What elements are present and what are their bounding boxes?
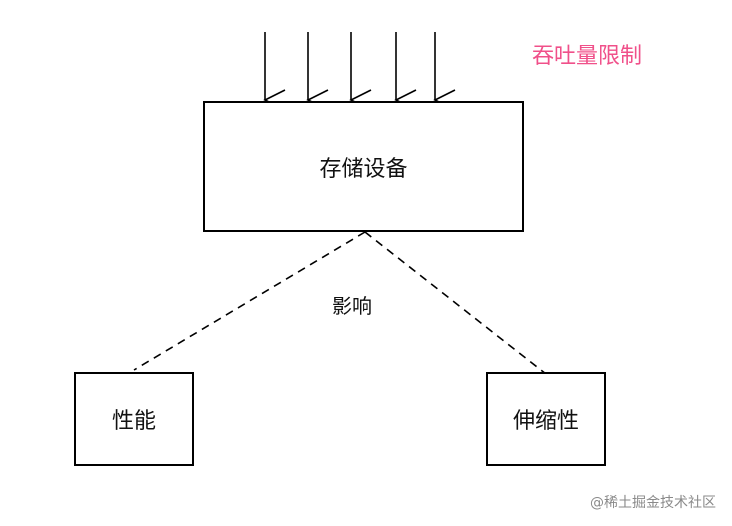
scalability-box: 伸缩性 [486,372,606,466]
watermark: @稀土掘金技术社区 [590,495,716,511]
influence-dashed-line-right [364,231,547,375]
scalability-label: 伸缩性 [512,409,579,434]
storage-device-box: 存储设备 [203,101,524,232]
storage-device-label: 存储设备 [319,156,408,182]
influence-label: 影响 [332,294,372,318]
performance-box: 性能 [74,372,194,466]
incoming-arrows [263,32,456,111]
performance-label: 性能 [111,409,156,434]
throughput-limit-label: 吞吐量限制 [532,44,643,69]
influence-dashed-line-left [133,231,366,371]
